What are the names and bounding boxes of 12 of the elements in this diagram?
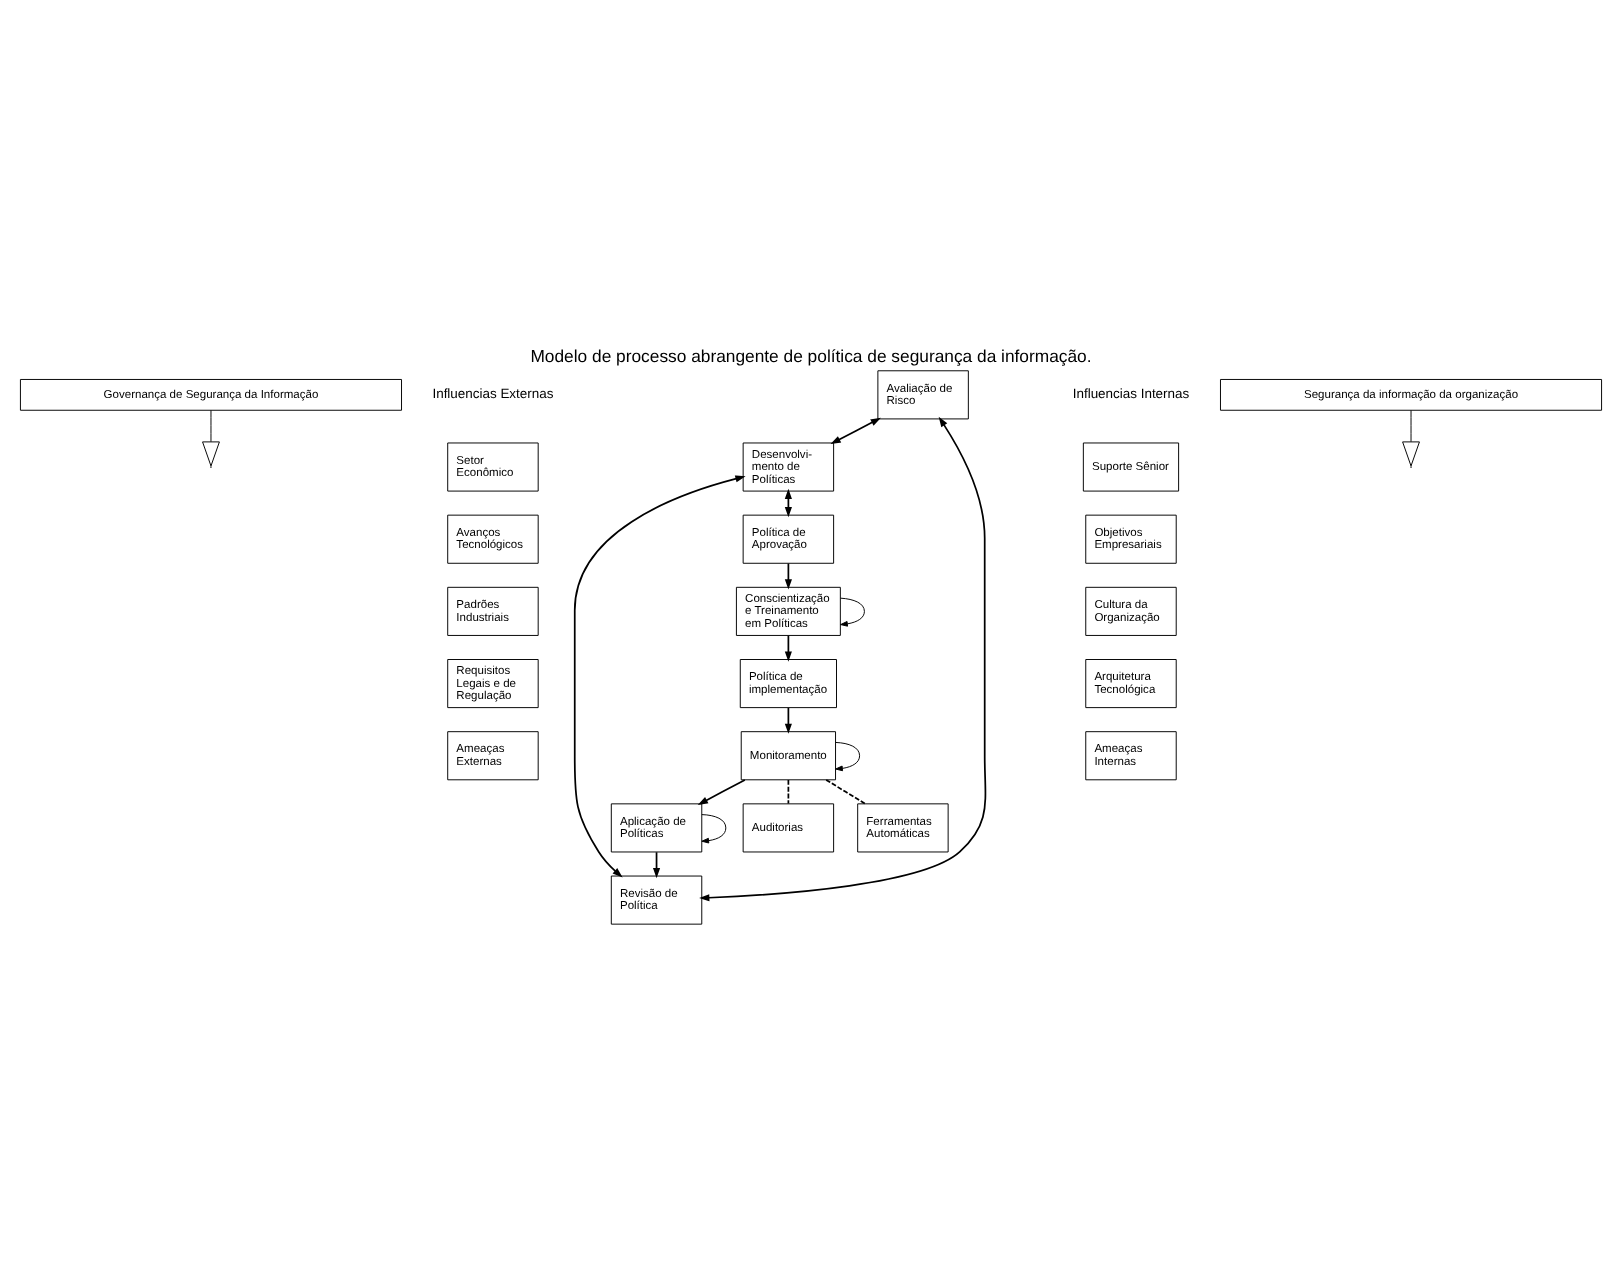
connector [787, 779, 790, 805]
diagram-title: Modelo de processo abrangente de política de segurança da informação. [530, 345, 1092, 366]
arrow [1402, 409, 1420, 467]
arrow [697, 779, 746, 805]
arrow [835, 741, 861, 772]
arrow [573, 475, 746, 878]
connector [825, 779, 866, 805]
arrow [830, 417, 881, 445]
arrow [701, 814, 727, 844]
arrow [840, 597, 865, 627]
arrow [202, 409, 220, 467]
arrow [699, 416, 987, 902]
